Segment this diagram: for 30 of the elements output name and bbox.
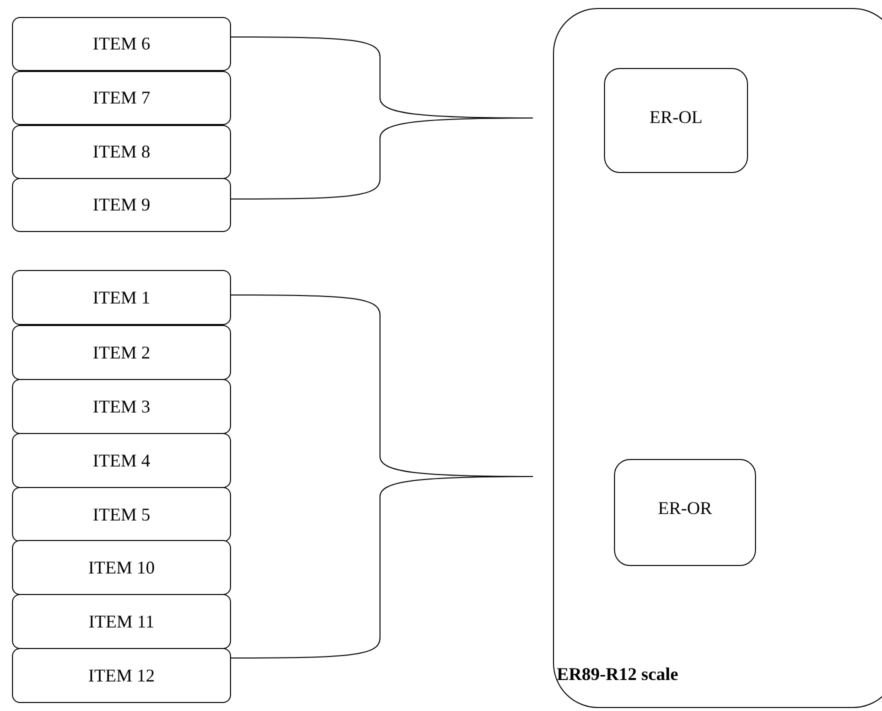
item-label: ITEM 8 — [92, 142, 152, 162]
item-box — [12, 125, 231, 179]
item-label: ITEM 2 — [92, 342, 152, 363]
item-box — [12, 178, 231, 232]
item-box — [12, 270, 231, 325]
item-label: ITEM 11 — [88, 611, 156, 632]
item-box — [12, 379, 231, 434]
item-label: ITEM 5 — [92, 504, 152, 525]
item-box — [614, 459, 756, 566]
scale-panel — [553, 8, 882, 708]
item-box — [12, 594, 231, 649]
item-box — [604, 68, 748, 173]
item-label: ITEM 12 — [87, 665, 156, 686]
item-label: ER-OR — [657, 498, 713, 519]
item-box — [12, 17, 231, 71]
item-label: ITEM 4 — [92, 450, 152, 471]
item-label: ITEM 9 — [92, 194, 152, 216]
item-label: ITEM 6 — [92, 34, 152, 54]
item-label: ITEM 1 — [92, 287, 152, 308]
item-box — [12, 325, 231, 380]
item-box — [12, 648, 231, 703]
item-label: ER-OL — [648, 107, 704, 128]
item-box — [12, 433, 231, 488]
item-label: ITEM 7 — [92, 88, 152, 108]
item-box — [12, 487, 231, 542]
item-label: ITEM 3 — [92, 396, 152, 417]
panel-title: ER89-R12 scale — [556, 664, 680, 685]
item-label: ITEM 10 — [87, 557, 156, 578]
item-box — [12, 540, 231, 595]
item-box — [12, 71, 231, 125]
